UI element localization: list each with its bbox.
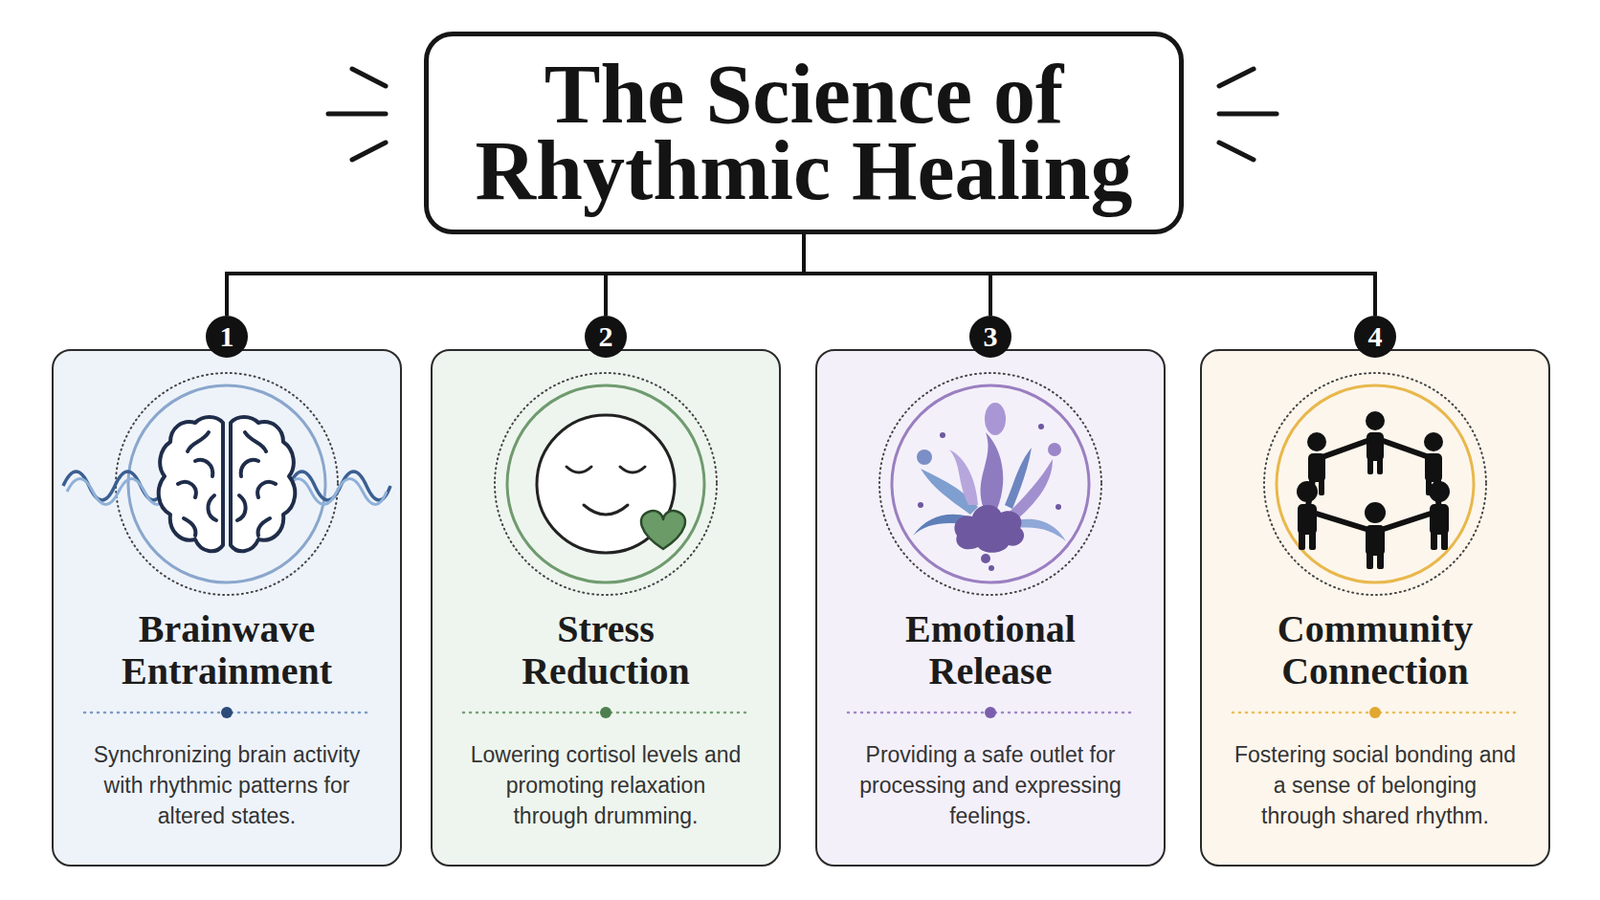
card-heading: Emotional Release	[870, 608, 1111, 693]
badge-circle	[969, 315, 1012, 358]
burst-line	[352, 68, 386, 87]
feature-card: Brainwave EntrainmentSynchronizing brain…	[51, 349, 402, 867]
callout-number: 2	[584, 315, 627, 358]
diagram-title: The Science of Rhythmic Healing	[447, 56, 1160, 210]
callout-number: 3	[969, 315, 1012, 358]
number-badge: 4	[1354, 315, 1397, 358]
card-heading: Stress Reduction	[486, 608, 726, 693]
number-badge: 1	[205, 315, 248, 358]
burst-line	[328, 111, 386, 117]
card-description: Providing a safe outlet for processing a…	[848, 739, 1133, 832]
burst-line	[352, 142, 386, 160]
card-description: Synchronizing brain activity with rhythm…	[85, 739, 369, 832]
badge-circle	[205, 315, 248, 358]
number-badge: 2	[584, 315, 627, 358]
tree-connector	[803, 234, 991, 316]
card-description: Lowering cortisol levels and promoting r…	[467, 739, 744, 832]
feature-card: Emotional ReleaseProviding a safe outlet…	[815, 349, 1166, 867]
card-description: Fostering social bonding and a sense of …	[1234, 739, 1517, 832]
number-badge: 3	[969, 315, 1012, 358]
callout-number: 1	[205, 315, 248, 358]
tree-connector	[226, 234, 804, 316]
burst-line	[1219, 142, 1254, 160]
feature-card: Stress ReductionLowering cortisol levels…	[430, 349, 781, 867]
burst-line	[1219, 68, 1254, 87]
card-heading: Community Connection	[1255, 608, 1495, 693]
badge-circle	[584, 315, 627, 358]
tree-connector	[803, 234, 1376, 316]
card-heading: Brainwave Entrainment	[107, 608, 347, 693]
feature-card: Community ConnectionFostering social bon…	[1200, 349, 1551, 867]
callout-number: 4	[1354, 315, 1397, 358]
tree-connector	[605, 234, 804, 316]
burst-line	[1219, 111, 1277, 117]
title-box: The Science of Rhythmic Healing	[423, 31, 1184, 235]
badge-circle	[1354, 315, 1397, 358]
